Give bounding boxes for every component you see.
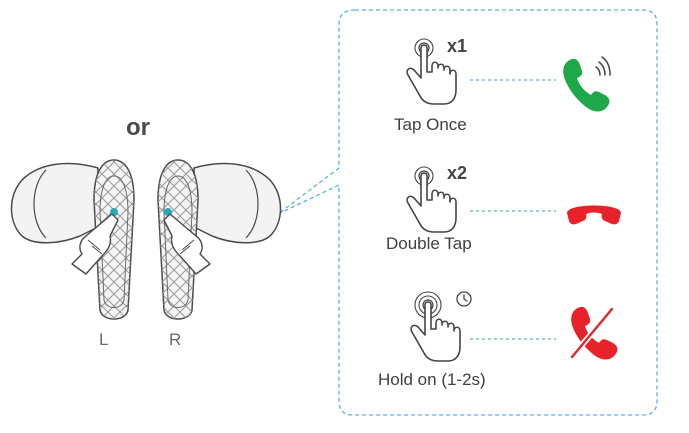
- tap-once-label: Tap Once: [394, 115, 467, 134]
- double-tap-hand-icon: [406, 166, 457, 233]
- clock-icon: [456, 291, 472, 307]
- right-hand-touch: [163, 208, 211, 275]
- left-earbud-label: L: [99, 330, 109, 349]
- hold-on-label: Hold on (1-2s): [378, 370, 486, 389]
- right-earbud-label: R: [169, 330, 182, 349]
- hang-up-icon: [567, 205, 621, 225]
- controls-panel-border: [277, 9, 658, 416]
- tap-count-x2: x2: [447, 163, 468, 183]
- tap-count-x1: x1: [447, 36, 468, 56]
- or-label: or: [126, 114, 150, 141]
- hold-hand-icon: [410, 291, 461, 362]
- tap-once-hand-icon: [406, 38, 457, 105]
- answer-call-icon: [563, 56, 611, 112]
- reject-call-icon: [569, 306, 618, 360]
- left-earbud: [10, 159, 135, 320]
- left-hand-touch: [71, 208, 119, 275]
- double-tap-label: Double Tap: [386, 234, 472, 253]
